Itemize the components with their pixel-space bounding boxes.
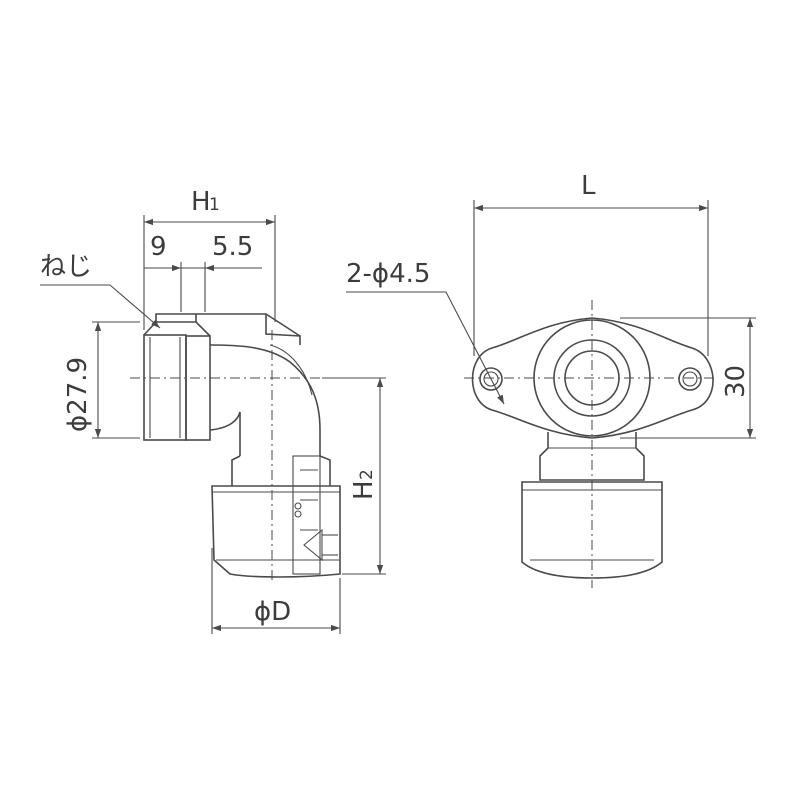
front-view xyxy=(464,300,718,588)
dim-h1 xyxy=(143,215,276,330)
thread-leader xyxy=(40,284,161,329)
holes-label: 2-ϕ4.5 xyxy=(346,259,430,289)
h1-label: H xyxy=(191,187,211,217)
h2-label: H xyxy=(349,480,379,500)
dim-h2 xyxy=(322,377,386,575)
dim-30 xyxy=(620,317,756,439)
dim-9-and-5-5 xyxy=(144,262,262,312)
dim-phi-d xyxy=(211,548,341,634)
elbow-outer xyxy=(209,344,321,431)
thread-collar xyxy=(185,335,211,441)
dia-27-9-label: ϕ27.9 xyxy=(63,357,93,432)
dim-9-label: 9 xyxy=(150,232,167,262)
front-socket xyxy=(521,481,663,579)
press-socket xyxy=(211,485,341,578)
dim-27-9 xyxy=(92,321,140,439)
mount-hole-left xyxy=(479,367,503,391)
h1-subscript: 1 xyxy=(209,195,220,215)
dia-d-label: ϕD xyxy=(254,597,291,627)
h2-subscript: 2 xyxy=(357,469,377,480)
length-l-label: L xyxy=(581,171,596,201)
thread-label: ねじ xyxy=(40,252,92,282)
mount-hole-right xyxy=(678,367,702,391)
holes-leader xyxy=(346,291,505,405)
dim-l xyxy=(473,200,709,356)
elbow-inner xyxy=(209,411,241,432)
side-view xyxy=(130,313,341,584)
dim-5-5-label: 5.5 xyxy=(212,232,253,262)
dim-30-label: 30 xyxy=(721,365,751,398)
flange-plate xyxy=(471,317,714,439)
